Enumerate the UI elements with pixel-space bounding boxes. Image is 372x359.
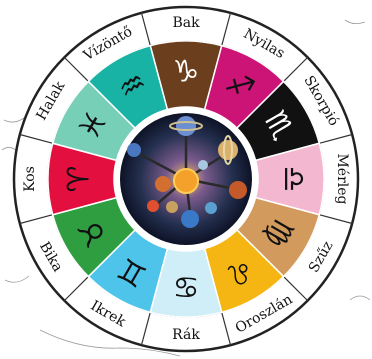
sign-name-label: Kos — [22, 166, 38, 192]
zodiac-glyph-icon: ♋ — [173, 269, 200, 304]
sign-name-label: Bak — [172, 15, 200, 31]
center-cosmos-image — [114, 107, 258, 251]
planet — [198, 160, 208, 170]
planet — [205, 202, 217, 214]
sign-name-label: Rák — [172, 327, 200, 343]
planet — [229, 181, 247, 199]
planet — [176, 116, 196, 136]
zodiac-glyph-icon: ♈ — [62, 166, 97, 193]
planet — [218, 140, 238, 160]
planet — [181, 210, 199, 228]
planet — [147, 200, 159, 212]
planet — [155, 176, 171, 192]
planet — [166, 201, 178, 213]
sign-name-label: Mérleg — [334, 153, 350, 204]
planet — [127, 143, 141, 157]
sun — [174, 169, 198, 193]
zodiac-glyph-icon: ♑ — [173, 55, 200, 90]
zodiac-glyph-icon: ♎ — [276, 166, 311, 193]
